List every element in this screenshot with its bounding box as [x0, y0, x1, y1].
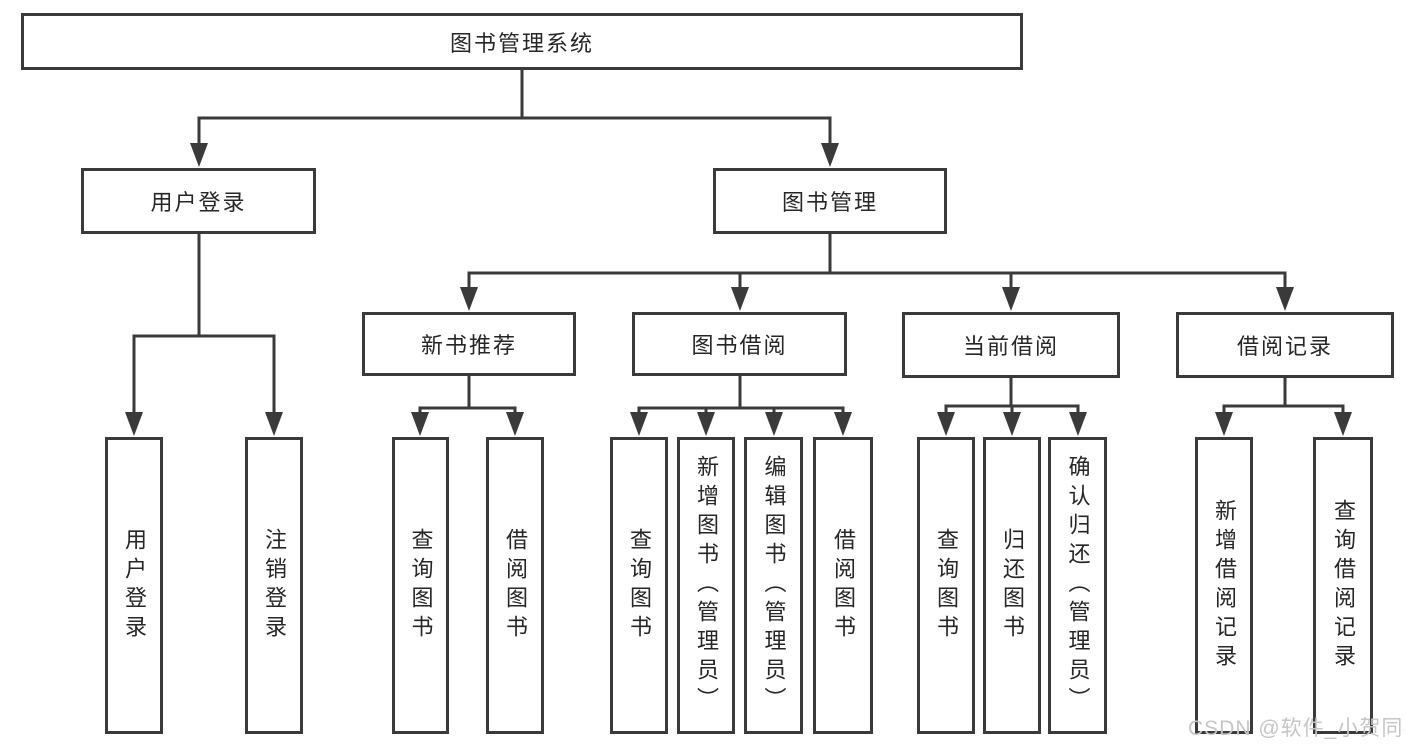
- node-borrowing-records: 借阅记录: [1176, 312, 1394, 378]
- node-label: 新增图书（管理员）: [694, 455, 719, 716]
- node-label: 查询图书: [408, 527, 434, 644]
- leaf-confirm-return-admin: 确认归还（管理员）: [1048, 437, 1107, 734]
- node-label: 当前借阅: [962, 334, 1059, 359]
- node-user-login: 用户登录: [81, 168, 316, 234]
- node-label: 图书管理: [781, 190, 878, 215]
- leaf-query-books-3: 查询图书: [917, 437, 975, 734]
- leaf-add-books-admin: 新增图书（管理员）: [677, 437, 735, 734]
- node-label: 借阅图书: [831, 527, 856, 644]
- leaf-query-books-2: 查询图书: [610, 437, 668, 734]
- node-label: 新增借阅记录: [1212, 498, 1237, 673]
- leaf-add-borrow-record: 新增借阅记录: [1195, 437, 1253, 734]
- leaf-return-books: 归还图书: [983, 437, 1041, 734]
- node-label: 编辑图书（管理员）: [761, 455, 787, 716]
- node-label: 查询图书: [627, 527, 652, 644]
- leaf-user-login: 用户登录: [105, 437, 163, 734]
- leaf-query-borrow-record: 查询借阅记录: [1313, 437, 1373, 734]
- leaf-logout: 注销登录: [245, 437, 303, 734]
- node-label: 借阅图书: [503, 527, 528, 644]
- node-label: 归还图书: [1000, 527, 1025, 644]
- leaf-query-books: 查询图书: [392, 437, 449, 734]
- node-label: 新书推荐: [420, 333, 517, 358]
- node-new-book-recommendation: 新书推荐: [362, 312, 576, 376]
- node-label: 查询图书: [934, 527, 959, 644]
- node-label: 查询借阅记录: [1331, 498, 1356, 673]
- node-label: 图书管理系统: [449, 30, 594, 56]
- node-book-management-system: 图书管理系统: [21, 13, 1023, 70]
- node-book-management: 图书管理: [713, 168, 947, 234]
- leaf-edit-books-admin: 编辑图书（管理员）: [744, 437, 803, 734]
- node-current-borrowing: 当前借阅: [902, 312, 1120, 378]
- node-label: 用户登录: [122, 527, 147, 644]
- node-label: 确认归还（管理员）: [1065, 455, 1091, 716]
- node-book-borrowing: 图书借阅: [632, 312, 847, 376]
- node-label: 用户登录: [150, 190, 247, 215]
- watermark: CSDN @软件_小贺同学: [1188, 717, 1405, 740]
- node-label: 借阅记录: [1236, 334, 1333, 359]
- node-label: 注销登录: [262, 527, 287, 644]
- leaf-borrow-books: 借阅图书: [486, 437, 544, 734]
- node-label: 图书借阅: [691, 333, 788, 358]
- leaf-borrow-books-2: 借阅图书: [813, 437, 873, 734]
